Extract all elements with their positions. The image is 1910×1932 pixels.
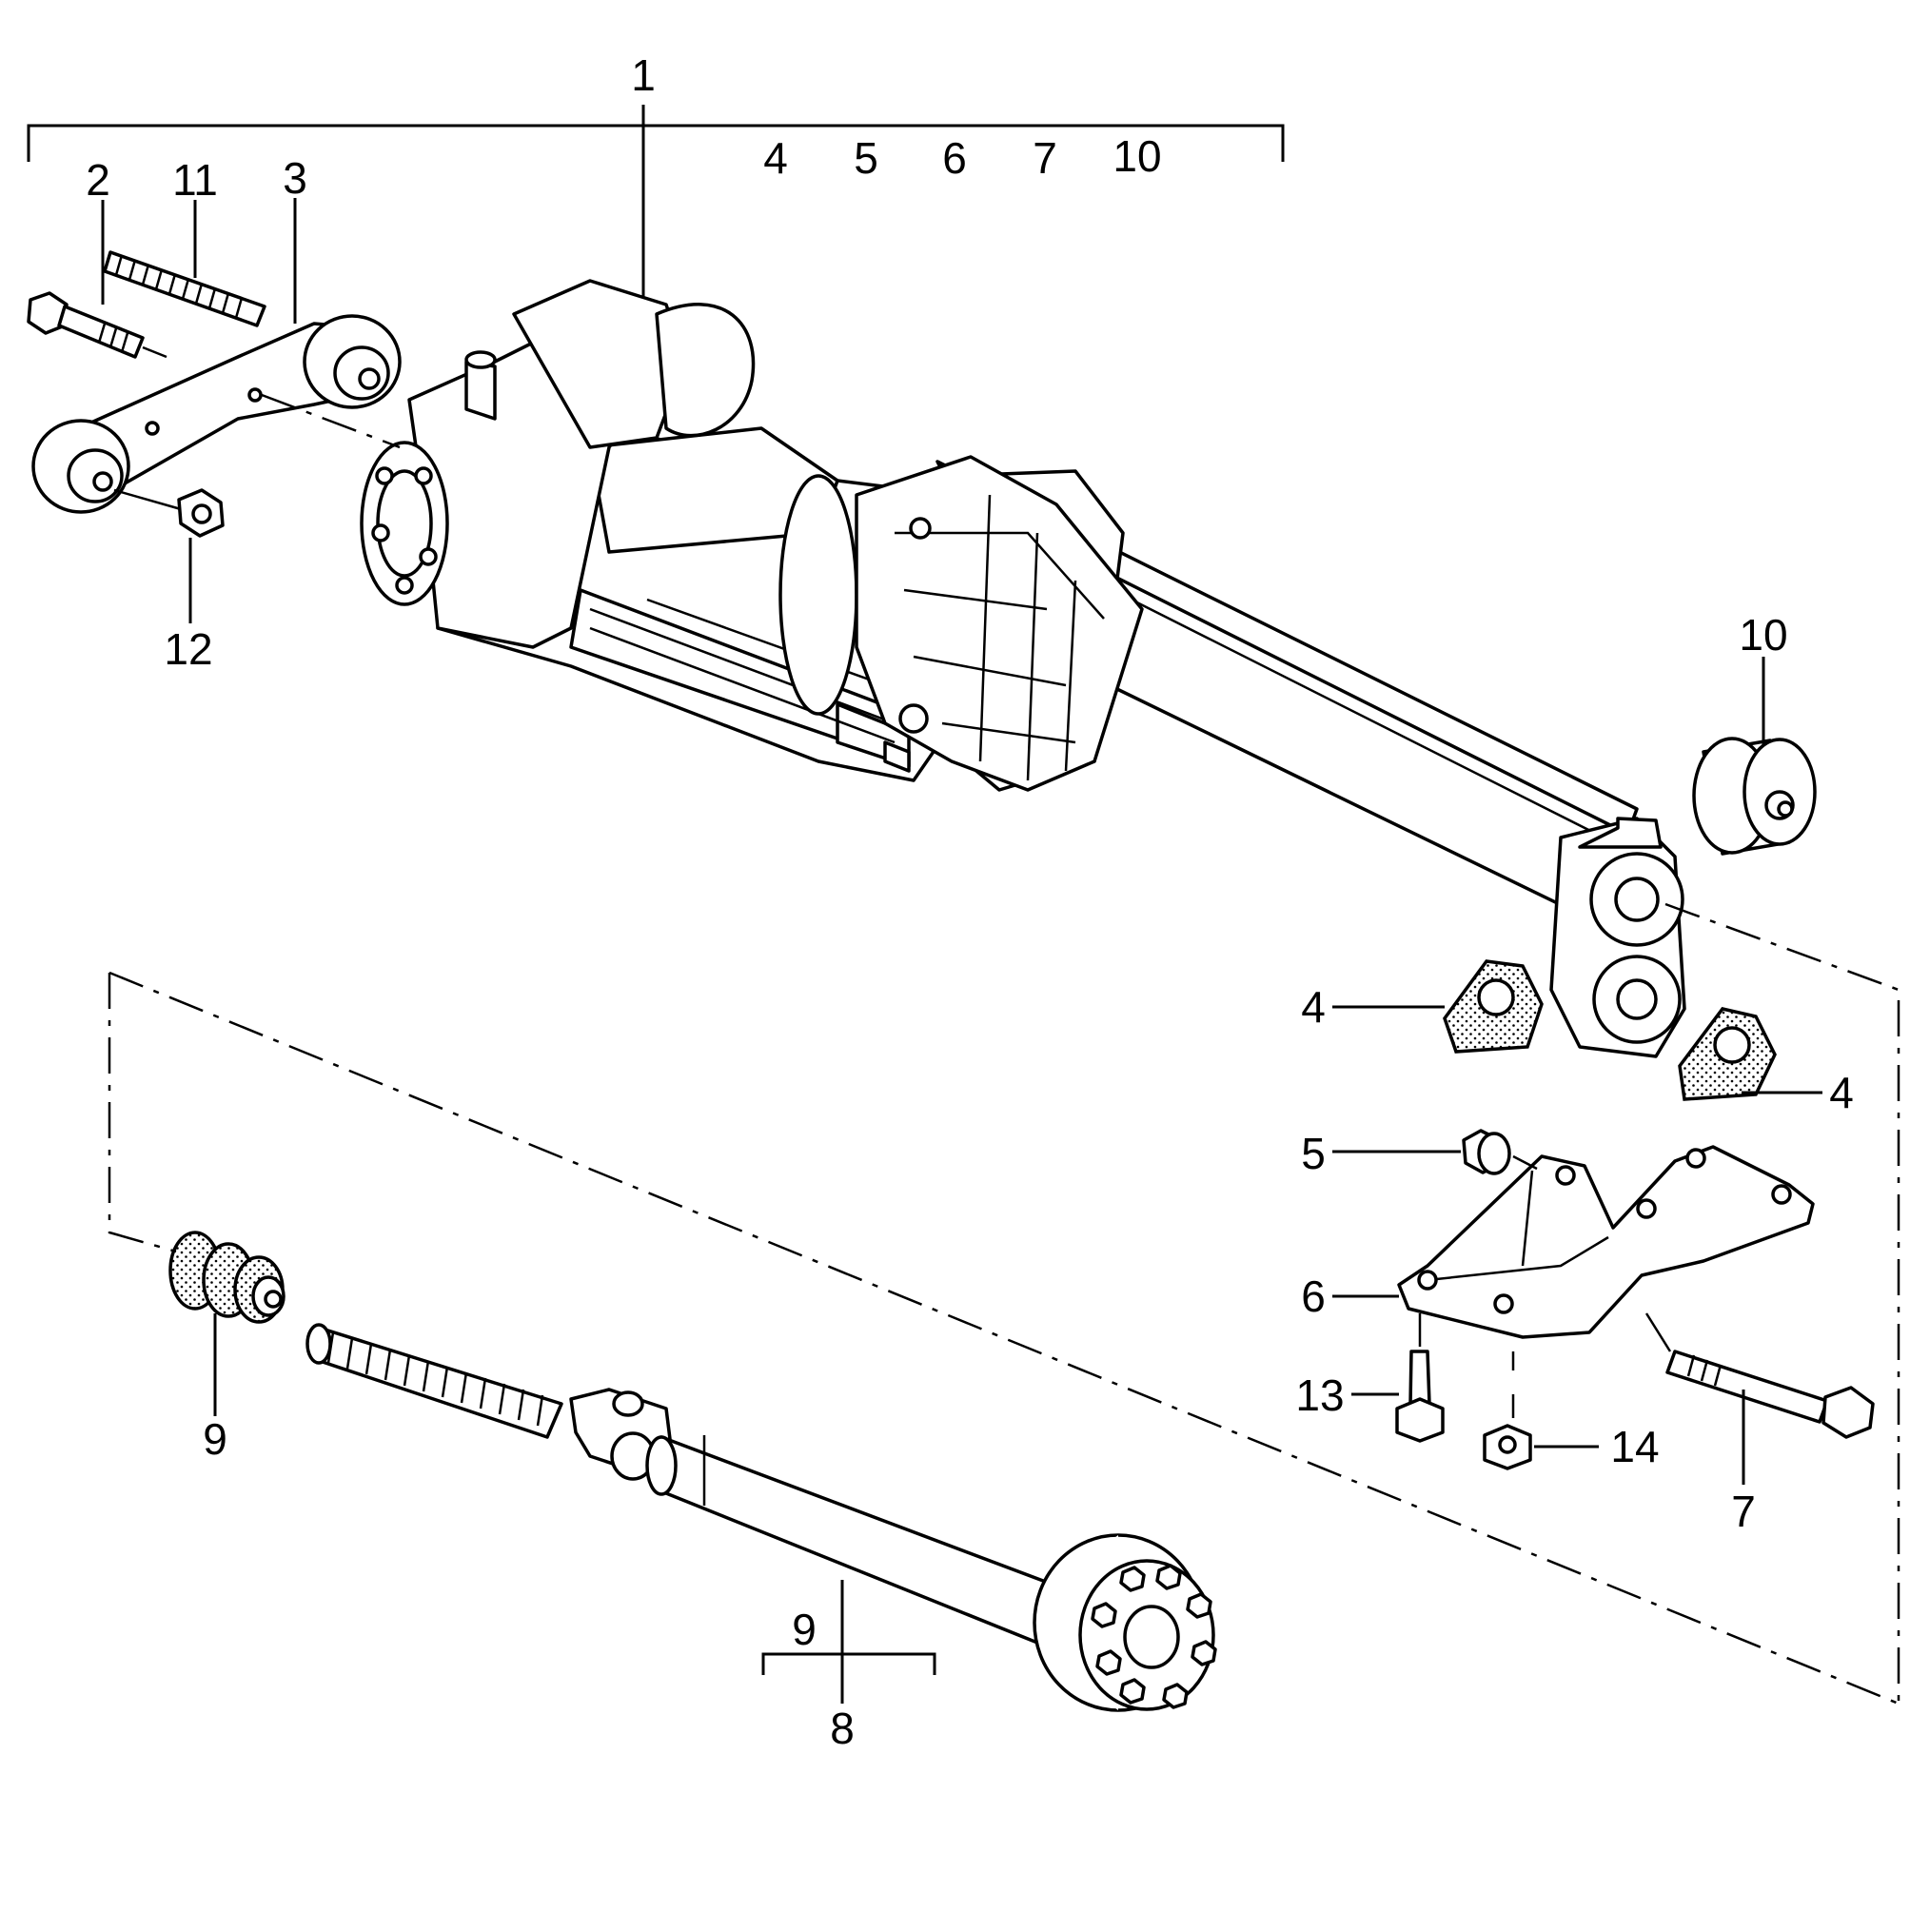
label-10: 10 (1739, 610, 1787, 660)
label-8: 8 (830, 1704, 855, 1753)
transmission-housing (360, 279, 1686, 1058)
label-3: 3 (283, 153, 307, 203)
leader-lines (101, 198, 1822, 1704)
label-6: 6 (1301, 1272, 1326, 1321)
bracket-item-6 (1397, 1145, 1815, 1339)
label-12: 12 (164, 624, 212, 674)
label-7-top: 7 (1033, 133, 1057, 183)
label-1: 1 (631, 50, 656, 100)
label-14: 14 (1610, 1422, 1659, 1471)
nut-item-14 (1483, 1351, 1532, 1470)
label-5: 5 (1301, 1129, 1326, 1178)
label-5-top: 5 (854, 133, 878, 183)
dash-lines (108, 393, 1900, 1705)
label-2: 2 (86, 155, 110, 205)
label-9-left: 9 (203, 1414, 227, 1464)
label-7: 7 (1731, 1487, 1756, 1536)
assembly-bracket-1 (27, 105, 1285, 319)
bolt-item-7 (1644, 1312, 1875, 1439)
nut-item-5 (1462, 1129, 1538, 1175)
pad-item-4-left (1443, 959, 1544, 1054)
bolt-item-13 (1395, 1313, 1445, 1443)
label-4-top: 4 (763, 133, 788, 183)
nut-item-12 (113, 488, 225, 538)
label-4-left: 4 (1301, 982, 1326, 1032)
label-10-top: 10 (1113, 131, 1161, 181)
propeller-shaft-item-8 (305, 1323, 1217, 1712)
bushing-item-10 (1692, 737, 1817, 856)
label-4-right: 4 (1829, 1068, 1854, 1117)
label-13: 13 (1295, 1370, 1344, 1420)
bushing-item-9 (168, 1231, 286, 1324)
label-11: 11 (172, 155, 218, 205)
callout-labels: 1 2 11 3 4 5 6 7 10 12 10 4 4 5 6 13 14 … (86, 50, 1854, 1753)
stud-item-11 (103, 250, 266, 327)
bolt-item-2 (27, 291, 167, 359)
pad-item-4-right (1678, 1007, 1777, 1101)
label-6-top: 6 (942, 133, 967, 183)
mount-link-arm (31, 314, 402, 514)
label-9-shaft: 9 (792, 1605, 817, 1654)
